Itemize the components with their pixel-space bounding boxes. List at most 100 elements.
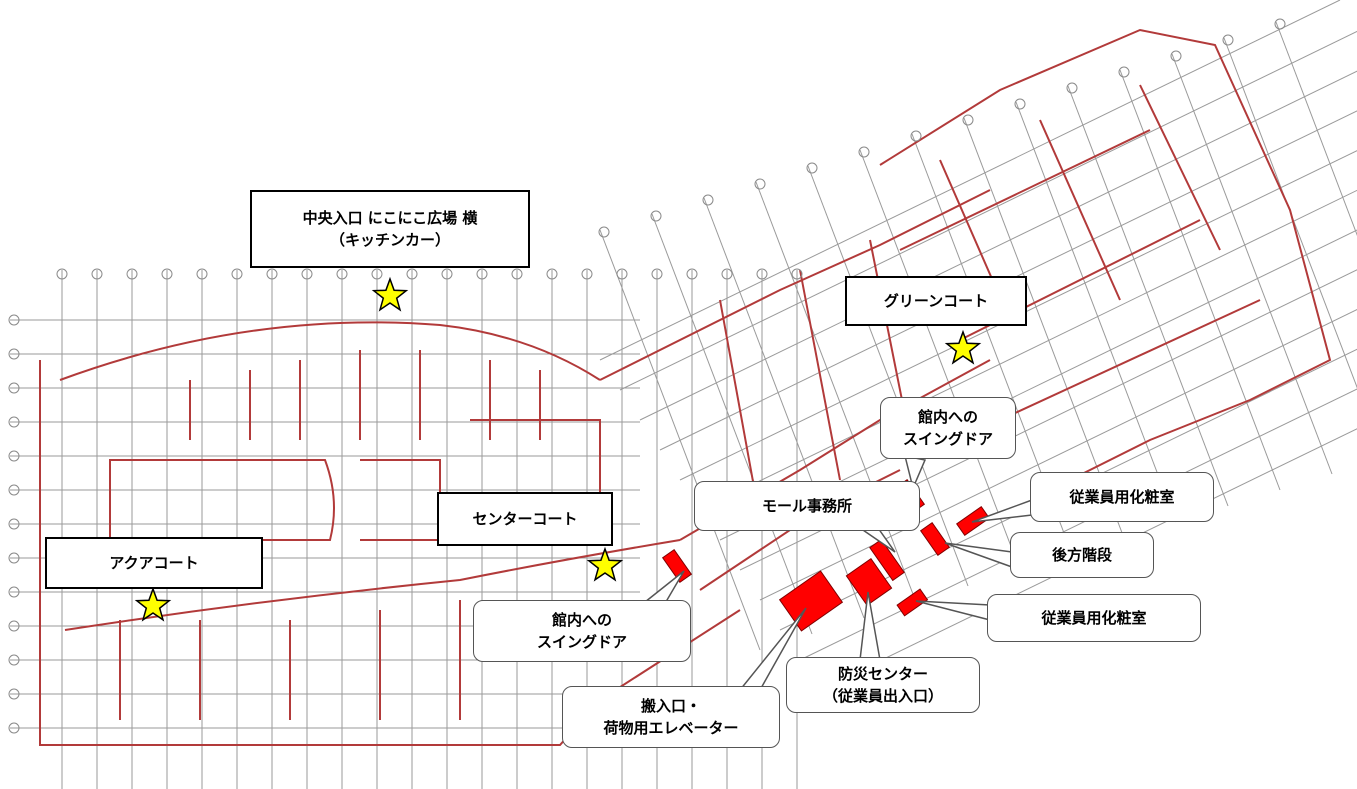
column-marker (651, 268, 663, 280)
grid-line (619, 30, 1357, 391)
center-court-text: センターコート (472, 510, 578, 528)
grid-line (699, 189, 1357, 511)
mall-office-marker (869, 538, 905, 582)
grid-line (703, 197, 865, 619)
column-marker (962, 114, 974, 126)
column-marker (441, 268, 453, 280)
column-marker (8, 348, 20, 360)
center-court-label: センターコート (437, 492, 613, 546)
mall-office-text: モール事務所 (761, 497, 852, 515)
staff-restroom-bottom-text: 従業員用化粧室 (1041, 609, 1147, 627)
grid-line (639, 70, 1357, 421)
column-marker (476, 268, 488, 280)
central-entrance-line2: （キッチンカー） (329, 231, 450, 249)
green-court-text: グリーンコート (883, 292, 989, 310)
column-marker (126, 268, 138, 280)
column-marker (1066, 82, 1078, 94)
column-marker (858, 146, 870, 158)
column-marker (196, 268, 208, 280)
disaster-center-line1: 防災センター (837, 665, 928, 683)
grid-line (779, 348, 1357, 631)
column-marker (371, 268, 383, 280)
column-marker (8, 484, 20, 496)
column-marker (8, 416, 20, 428)
central-entrance-line1: 中央入口 にこにこ広場 横 (302, 209, 478, 227)
grid-line (599, 0, 1341, 361)
column-marker (406, 268, 418, 280)
column-marker (8, 450, 20, 462)
rear-stairs-marker (919, 522, 951, 556)
column-marker (56, 268, 68, 280)
disaster-center-line2: （従業員出入口） (822, 687, 943, 705)
swing-door-top-callout: 館内への スイングドア (880, 397, 1016, 459)
loading-entrance-marker (778, 570, 844, 632)
column-marker (8, 314, 20, 326)
column-marker (8, 552, 20, 564)
column-marker (806, 162, 818, 174)
grid-line (1067, 85, 1229, 507)
staff-restroom-bottom-marker (896, 588, 929, 617)
column-marker (8, 586, 20, 598)
column-marker (1274, 18, 1286, 30)
column-marker (1170, 50, 1182, 62)
column-marker (791, 268, 803, 280)
grid-line (719, 229, 1357, 541)
green-court-label: グリーンコート (845, 276, 1027, 326)
mall-office-callout: モール事務所 (694, 481, 920, 531)
column-marker (1222, 34, 1234, 46)
green-court-star (944, 329, 982, 365)
swing-door-bottom-line2: スイングドア (536, 633, 627, 651)
center-court-star (586, 546, 624, 582)
column-marker (8, 688, 20, 700)
aqua-court-label: アクアコート (45, 537, 263, 589)
column-marker (756, 268, 768, 280)
loading-entrance-line1: 搬入口・ (640, 697, 701, 715)
column-marker (301, 268, 313, 280)
swing-door-bottom-callout: 館内への スイングドア (473, 600, 691, 662)
loading-entrance-line2: 荷物用エレベーター (603, 719, 739, 737)
staff-restroom-bottom-callout: 従業員用化粧室 (987, 594, 1201, 642)
column-marker (161, 268, 173, 280)
column-marker (581, 268, 593, 280)
grid-line (651, 213, 813, 635)
staff-restroom-top-text: 従業員用化粧室 (1069, 488, 1175, 506)
column-marker (8, 722, 20, 734)
swing-door-left-marker (661, 549, 693, 583)
swing-door-top-line1: 館内への (917, 408, 978, 426)
grid-line (1171, 53, 1333, 475)
swing-door-top-line2: スイングドア (902, 430, 993, 448)
rear-stairs-text: 後方階段 (1051, 546, 1112, 564)
column-marker (8, 654, 20, 666)
grid-line (659, 110, 1357, 451)
grid-line (755, 181, 917, 603)
disaster-center-marker (845, 557, 893, 607)
column-marker (650, 210, 662, 222)
column-marker (686, 268, 698, 280)
column-grid-markers (8, 18, 1286, 734)
court-stars (134, 276, 982, 622)
swing-door-bottom-line1: 館内への (551, 611, 612, 629)
grid-line (963, 117, 1125, 539)
column-marker (754, 178, 766, 190)
column-marker (8, 518, 20, 530)
column-marker (546, 268, 558, 280)
column-marker (231, 268, 243, 280)
column-marker (511, 268, 523, 280)
rear-stairs-callout: 後方階段 (1010, 532, 1154, 578)
callout-leaders (638, 455, 1033, 691)
central-entrance-label: 中央入口 にこにこ広場 横 （キッチンカー） (250, 190, 530, 268)
grid-line (1119, 69, 1281, 491)
staff-restroom-top-callout: 従業員用化粧室 (1030, 472, 1214, 522)
column-marker (1014, 98, 1026, 110)
central-entrance-star (371, 276, 409, 312)
structural-grid (10, 0, 1357, 789)
grid-line (679, 150, 1357, 481)
column-marker (616, 268, 628, 280)
column-marker (910, 130, 922, 142)
grid-line (1223, 37, 1357, 389)
aqua-court-text: アクアコート (109, 554, 199, 572)
loading-entrance-callout: 搬入口・ 荷物用エレベーター (562, 686, 780, 748)
column-marker (266, 268, 278, 280)
column-marker (1118, 66, 1130, 78)
